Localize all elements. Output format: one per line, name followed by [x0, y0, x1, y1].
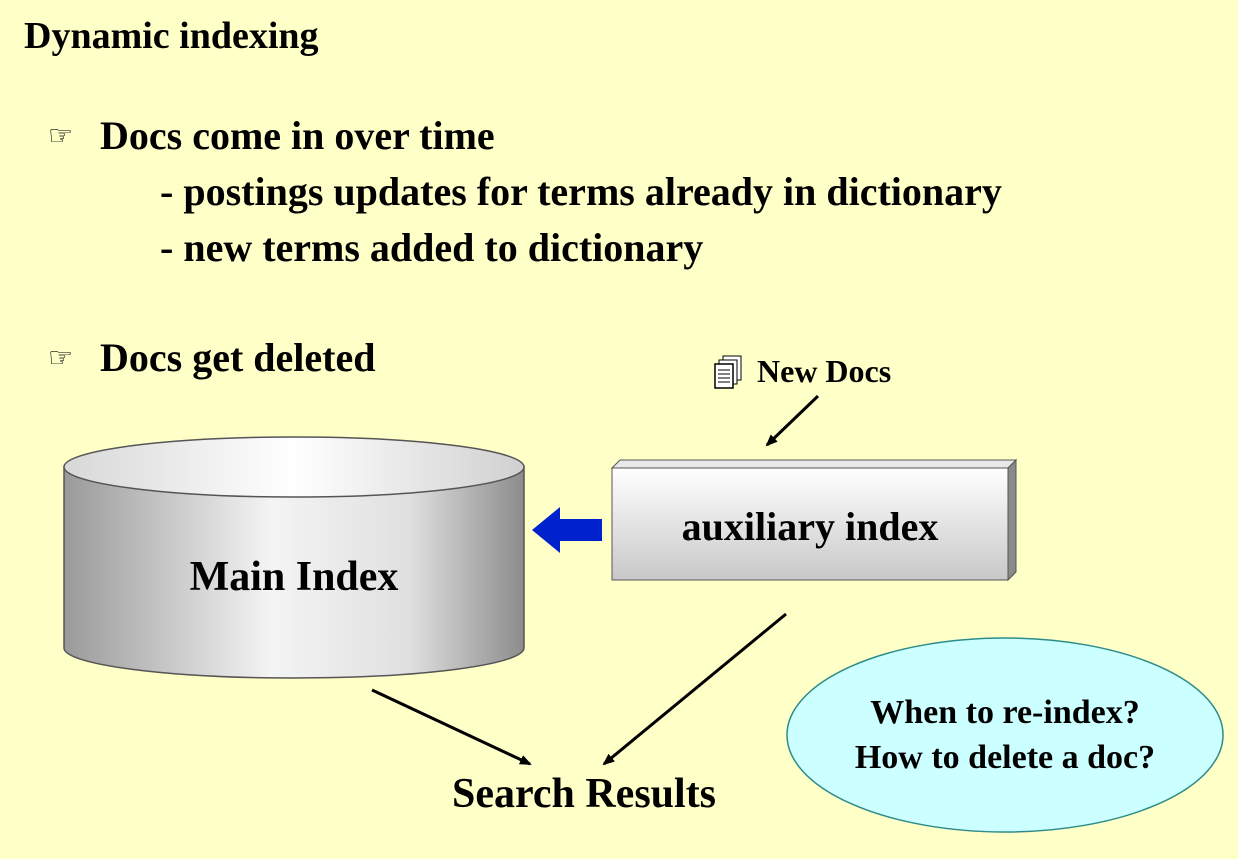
main-to-results-arrow	[371, 688, 532, 766]
new-docs-label: New Docs	[757, 353, 891, 389]
question-delete: How to delete a doc?	[855, 739, 1155, 776]
search-results-label: Search Results	[452, 771, 716, 817]
main-index-cylinder: Main Index	[63, 436, 525, 679]
bullet-docs-come-in: ☞ Docs come in over time	[48, 112, 495, 159]
main-index-label: Main Index	[190, 554, 399, 600]
aux-to-results-arrow	[602, 612, 787, 766]
subitem-postings-updates: - postings updates for terms already in …	[160, 169, 1002, 214]
questions-bubble: When to re-index? How to delete a doc?	[786, 637, 1224, 833]
new-docs-icon	[714, 355, 742, 389]
slide-title: Dynamic indexing	[24, 15, 319, 57]
auxiliary-index-box: auxiliary index	[610, 458, 1018, 582]
bullet-docs-deleted: ☞ Docs get deleted	[48, 334, 375, 381]
bullet-text: Docs get deleted	[100, 335, 376, 380]
bullet-text: Docs come in over time	[100, 113, 495, 158]
merge-arrow	[532, 507, 602, 553]
auxiliary-index-label: auxiliary index	[682, 504, 939, 549]
pointing-hand-icon: ☞	[48, 341, 74, 374]
new-docs-arrow	[765, 394, 820, 447]
subitem-new-terms: - new terms added to dictionary	[160, 225, 704, 270]
question-reindex: When to re-index?	[870, 694, 1139, 731]
pointing-hand-icon: ☞	[48, 119, 74, 152]
